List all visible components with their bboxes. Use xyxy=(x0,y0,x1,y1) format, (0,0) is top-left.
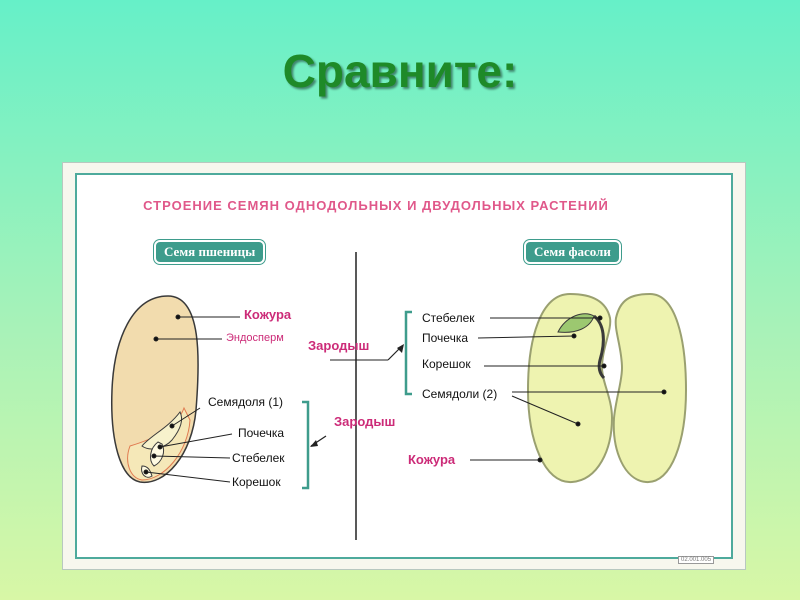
bean-root-label: Корешок xyxy=(422,357,471,371)
wheat-skin-label: Кожура xyxy=(244,307,292,322)
bean-skin-label: Кожура xyxy=(408,452,456,467)
poster-code: 02.001.005 xyxy=(678,556,715,564)
bean-seed-header: Семя фасоли xyxy=(526,242,619,262)
bean-stem-root xyxy=(592,314,606,380)
wheat-bud-label: Почечка xyxy=(238,426,285,440)
wheat-seed-illustration xyxy=(111,295,199,483)
bean-cotyledon-right xyxy=(612,292,688,484)
poster-title: СТРОЕНИЕ СЕМЯН ОДНОДОЛЬНЫХ И ДВУДОЛЬНЫХ … xyxy=(143,198,609,213)
bean-embryo-label: Зародыш xyxy=(334,414,396,429)
bean-embryo-bracket xyxy=(404,310,412,396)
bean-cotyledon-left xyxy=(526,292,614,484)
bean-stem-label: Стебелек xyxy=(422,311,475,325)
wheat-embryo-bracket xyxy=(302,400,310,490)
bean-cotyledons-label: Семядоли (2) xyxy=(422,387,498,401)
wheat-embryo-label-upper: Зародыш xyxy=(308,338,370,353)
wheat-seed-header: Семя пшеницы xyxy=(156,242,264,262)
wheat-cotyledon-label: Семядоля (1) xyxy=(208,395,283,409)
wheat-endosperm-label: Эндосперм xyxy=(226,332,284,344)
bean-bud-label: Почечка xyxy=(422,331,469,345)
bean-leader-lines xyxy=(470,315,667,463)
wheat-root-label: Корешок xyxy=(232,475,281,489)
bean-seed-illustration xyxy=(526,292,688,484)
slide-title: Сравните: xyxy=(282,45,518,97)
wheat-stem-label: Стебелек xyxy=(232,451,285,465)
wheat-leader-lines xyxy=(143,314,240,483)
